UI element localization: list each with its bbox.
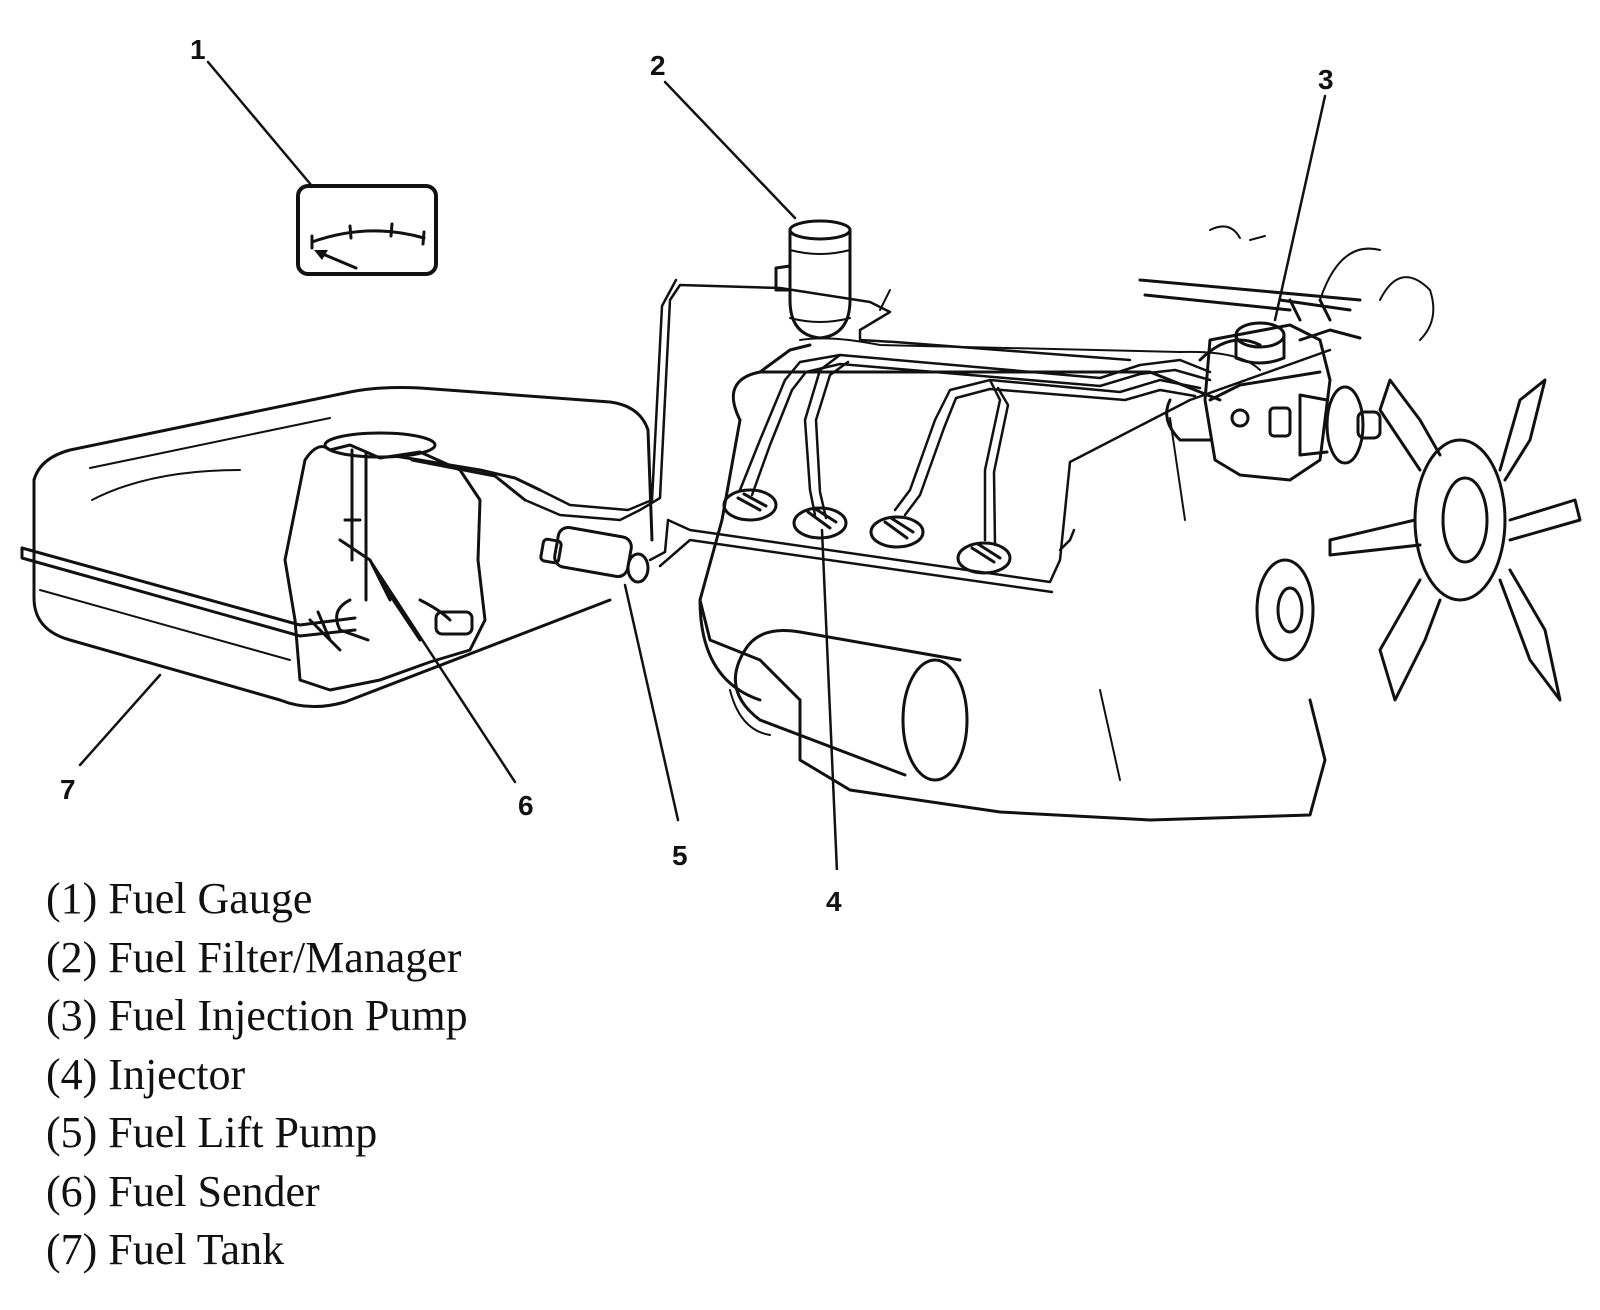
callout-2: 2 (650, 50, 666, 81)
injectors (722, 488, 1012, 575)
legend-item-fuel-lift-pump: (5) Fuel Lift Pump (46, 1108, 378, 1157)
leader-lines (78, 60, 1327, 870)
legend-item-fuel-sender: (6) Fuel Sender (46, 1166, 320, 1216)
legend-item-fuel-gauge: (1) Fuel Gauge (46, 874, 313, 923)
fuel-lines (523, 278, 1332, 594)
legend-item-fuel-injection-pump: (3) Fuel Injection Pump (46, 991, 468, 1040)
callout-7: 7 (60, 774, 76, 805)
callout-3: 3 (1318, 64, 1334, 95)
engine-block (698, 225, 1362, 822)
engine-fan (1255, 247, 1582, 702)
fuel-gauge (296, 184, 438, 276)
injector-lines (738, 353, 1212, 547)
fuel-tank (20, 386, 654, 709)
callout-4: 4 (826, 886, 842, 917)
fuel-system-diagram (20, 60, 1582, 870)
fuel-filter-manager (774, 219, 852, 340)
legend-item-fuel-filter-manager: (2) Fuel Filter/Manager (46, 932, 462, 982)
legend-item-injector: (4) Injector (46, 1049, 246, 1099)
fuel-injection-pump (1165, 298, 1382, 482)
callout-1: 1 (190, 34, 206, 65)
legend-item-fuel-tank: (7) Fuel Tank (46, 1225, 285, 1274)
parts-legend: (1) Fuel Gauge (2) Fuel Filter/Manager (… (46, 870, 468, 1280)
callout-5: 5 (672, 840, 688, 871)
callout-6: 6 (518, 790, 534, 821)
fuel-lift-pump (539, 525, 650, 584)
